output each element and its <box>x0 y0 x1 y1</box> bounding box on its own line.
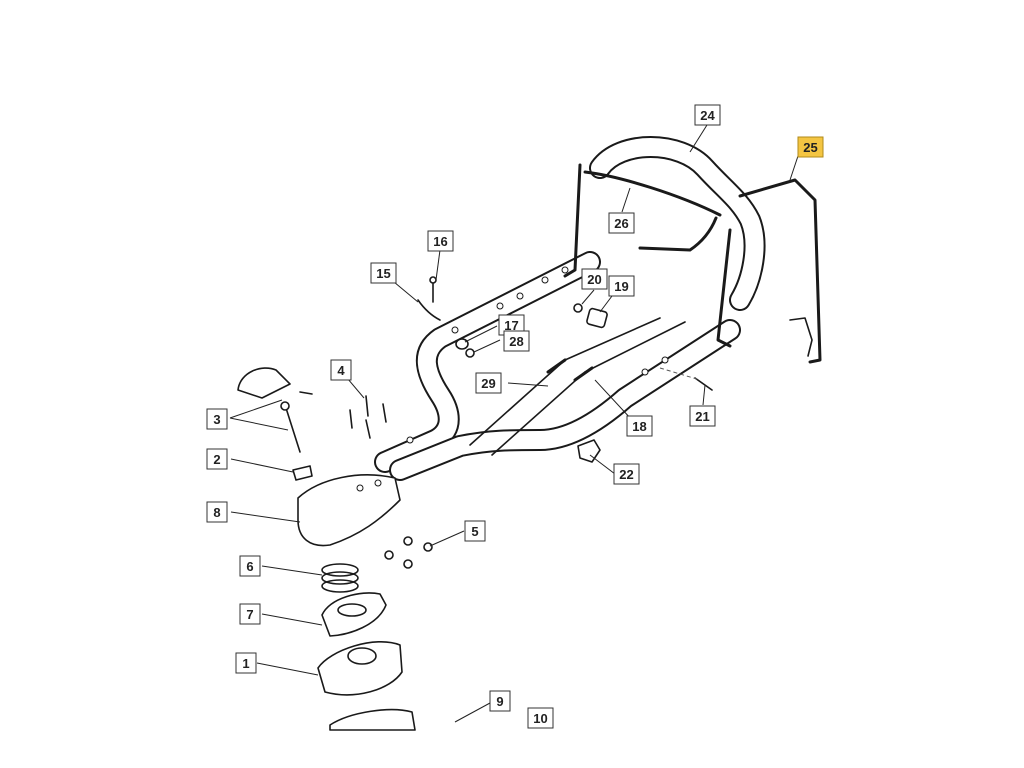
callout-3[interactable]: 3 <box>206 408 228 430</box>
svg-text:7: 7 <box>246 607 253 622</box>
handle-bracket <box>297 474 401 547</box>
svg-text:4: 4 <box>337 363 345 378</box>
callout-21[interactable]: 21 <box>689 405 716 427</box>
callout-25[interactable]: 25 <box>797 136 824 158</box>
callout-labels: 24 25 26 16 15 20 19 17 <box>206 104 824 729</box>
svg-text:5: 5 <box>471 524 478 539</box>
svg-text:9: 9 <box>496 694 503 709</box>
ratchet-plate <box>321 592 387 637</box>
callout-6[interactable]: 6 <box>239 555 261 577</box>
callout-29[interactable]: 29 <box>475 372 502 394</box>
callout-28[interactable]: 28 <box>503 330 530 352</box>
svg-text:17: 17 <box>504 318 518 333</box>
callout-24[interactable]: 24 <box>694 104 721 126</box>
svg-text:8: 8 <box>213 505 220 520</box>
svg-text:25: 25 <box>803 140 817 155</box>
callout-2[interactable]: 2 <box>206 448 228 470</box>
svg-text:24: 24 <box>700 108 715 123</box>
spring <box>321 563 359 593</box>
callout-20[interactable]: 20 <box>581 268 608 290</box>
cables <box>469 317 686 456</box>
callout-22[interactable]: 22 <box>613 463 640 485</box>
base-housing <box>317 641 403 696</box>
svg-text:18: 18 <box>632 419 646 434</box>
svg-text:2: 2 <box>213 452 220 467</box>
callout-16[interactable]: 16 <box>427 230 454 252</box>
svg-text:29: 29 <box>481 376 495 391</box>
callout-5[interactable]: 5 <box>464 520 486 542</box>
callout-4[interactable]: 4 <box>330 359 352 381</box>
svg-text:10: 10 <box>533 711 547 726</box>
svg-text:3: 3 <box>213 412 220 427</box>
callout-18[interactable]: 18 <box>626 415 653 437</box>
lower-handle-tube <box>374 251 741 481</box>
svg-text:22: 22 <box>619 467 633 482</box>
svg-text:6: 6 <box>246 559 253 574</box>
svg-text:1: 1 <box>242 656 249 671</box>
callout-10[interactable]: 10 <box>527 707 554 729</box>
svg-text:16: 16 <box>433 234 447 249</box>
callout-9[interactable]: 9 <box>489 690 511 712</box>
lower-deck-part <box>329 708 416 731</box>
callout-15[interactable]: 15 <box>370 262 397 284</box>
control-bar <box>583 170 722 252</box>
callout-19[interactable]: 19 <box>608 275 635 297</box>
svg-text:26: 26 <box>614 216 628 231</box>
svg-text:28: 28 <box>509 334 523 349</box>
svg-text:20: 20 <box>587 272 601 287</box>
callout-1[interactable]: 1 <box>235 652 257 674</box>
svg-text:15: 15 <box>376 266 390 281</box>
svg-text:21: 21 <box>695 409 709 424</box>
callout-7[interactable]: 7 <box>239 603 261 625</box>
callout-8[interactable]: 8 <box>206 501 228 523</box>
hardware-parts <box>237 276 713 569</box>
upper-handle-loop <box>563 136 766 348</box>
callout-26[interactable]: 26 <box>608 212 635 234</box>
bail-rod <box>738 178 822 364</box>
svg-text:19: 19 <box>614 279 628 294</box>
